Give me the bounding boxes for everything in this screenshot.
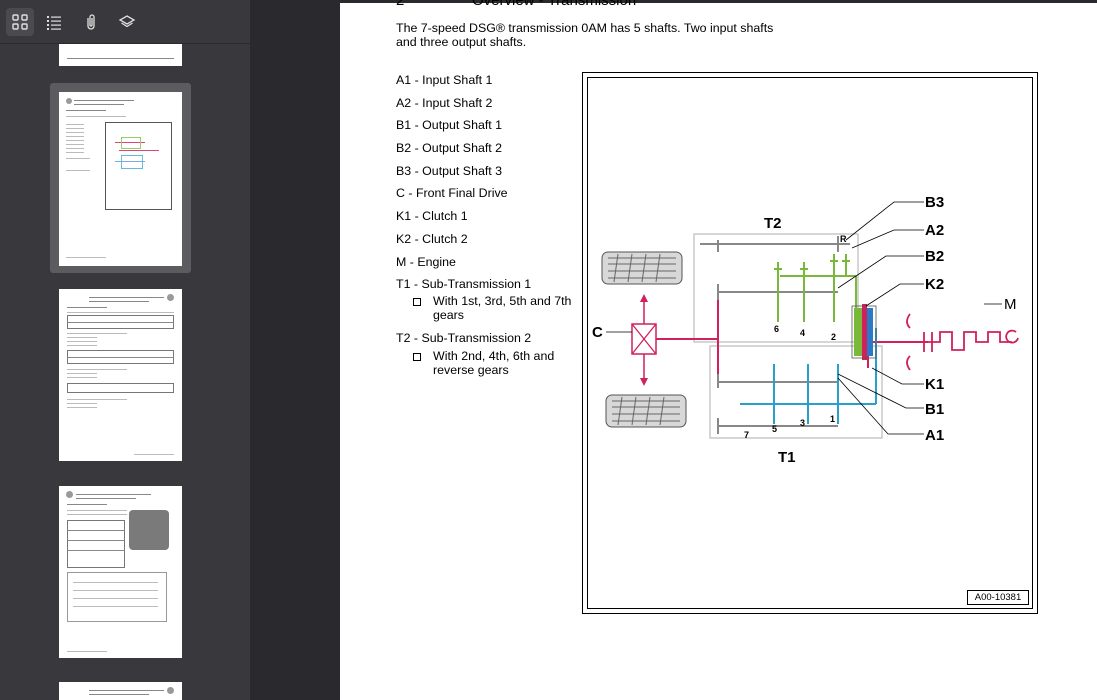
clutch-k2 [854, 308, 862, 356]
figure-reference: A00-10381 [967, 590, 1029, 605]
legend-item: K2 - Clutch 2 [396, 231, 468, 246]
legend-item: C - Front Final Drive [396, 186, 508, 200]
label-m: M [1004, 296, 1017, 313]
intro-paragraph: The 7-speed DSG® transmission 0AM has 5 … [396, 21, 774, 49]
tire-icon [601, 251, 683, 285]
sidebar-toolbar [0, 0, 250, 44]
page-gutter [250, 0, 340, 700]
checkbox-bullet-icon [413, 298, 421, 306]
legend-item: B3 - Output Shaft 3 [396, 163, 503, 178]
page-top-edge [340, 0, 1097, 3]
label-k2: K2 [925, 276, 944, 293]
document-page: 2 Overview - Transmission The 7-speed DS… [340, 0, 1097, 700]
layers-icon [118, 15, 136, 28]
thumbnail-list[interactable] [0, 44, 250, 700]
gear-number: 4 [800, 328, 805, 338]
page-thumbnail[interactable] [59, 289, 182, 461]
legend-item: B1 - Output Shaft 1 [396, 118, 503, 132]
gear-number: 7 [744, 430, 749, 440]
legend-item: T2 - Sub-Transmission 2 [396, 331, 532, 345]
engine-crankshaft [923, 329, 1019, 352]
gear-number: 6 [774, 324, 779, 334]
transmission-diagram: B3 A2 B2 K2 K1 B1 A1 T2 T1 M C R [587, 77, 1033, 609]
checkbox-bullet-icon [413, 353, 421, 361]
label-reverse: R [840, 234, 847, 244]
layers-view-button[interactable] [113, 8, 141, 36]
t1-housing [709, 345, 883, 439]
legend-item: K1 - Clutch 1 [396, 209, 468, 223]
gear-number: 1 [830, 414, 835, 424]
page-thumbnail[interactable] [59, 44, 182, 66]
outline-list-icon [47, 16, 61, 30]
outline-view-button[interactable] [40, 8, 68, 36]
section-number: 2 [396, 0, 405, 9]
t2-housing [693, 233, 859, 343]
attachment-icon [87, 14, 95, 30]
page-thumbnail[interactable] [59, 486, 182, 658]
attachments-view-button[interactable] [77, 8, 105, 36]
label-a1: A1 [925, 427, 944, 444]
page-thumbnail-current[interactable] [59, 92, 182, 266]
label-c: C [592, 324, 603, 341]
legend-item: A2 - Input Shaft 2 [396, 95, 493, 110]
legend-item: A1 - Input Shaft 1 [396, 73, 493, 87]
label-b2: B2 [925, 248, 944, 265]
label-b1: B1 [925, 401, 944, 418]
transmission-schematic: B3 A2 B2 K2 K1 B1 A1 T2 T1 M C R [592, 194, 1019, 466]
thumbnail-grid-icon [12, 14, 28, 30]
legend-item: B2 - Output Shaft 2 [396, 141, 503, 155]
transmission-diagram-frame: B3 A2 B2 K2 K1 B1 A1 T2 T1 M C R [582, 72, 1038, 614]
label-b3: B3 [925, 194, 944, 211]
label-k1: K1 [925, 376, 944, 393]
label-t1: T1 [778, 449, 796, 466]
label-t2: T2 [764, 215, 782, 232]
section-title: Overview - Transmission [472, 0, 637, 9]
gear-number: 5 [772, 424, 777, 434]
tire-icon [605, 394, 687, 428]
clutch-k1 [862, 304, 867, 360]
sidebar [0, 0, 250, 700]
thumbnail-view-button[interactable] [6, 8, 34, 36]
legend-item: T1 - Sub-Transmission 1 [396, 277, 532, 291]
label-a2: A2 [925, 222, 944, 239]
legend-item: M - Engine [396, 254, 456, 269]
gear-number: 2 [831, 332, 836, 342]
page-thumbnail[interactable] [59, 682, 182, 700]
gear-number: 3 [800, 418, 805, 428]
